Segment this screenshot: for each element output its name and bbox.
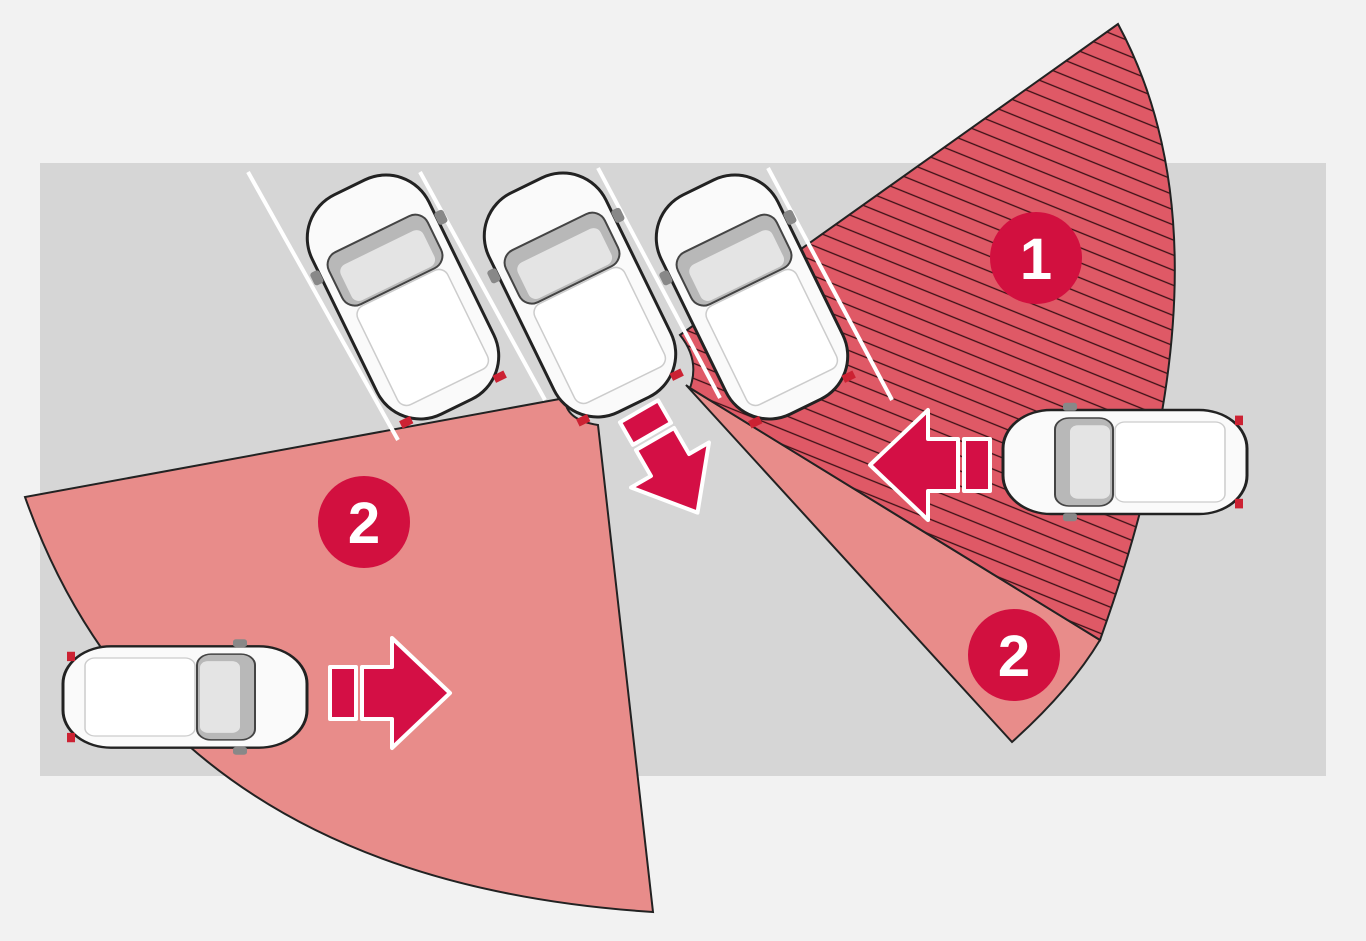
right-arrow-icon (328, 636, 452, 750)
zone-2-left-badge: 2 (318, 476, 410, 568)
zone-2-right-badge: 2 (968, 609, 1060, 701)
reverse-arrow-icon (617, 398, 711, 515)
left-arrow-icon (868, 408, 992, 522)
approaching-car-right-icon (1001, 401, 1249, 523)
zone-1-label: 1 (1020, 227, 1052, 292)
zone-2-left-label: 2 (348, 491, 380, 556)
zone-1-badge: 1 (990, 212, 1082, 304)
zone-2-right-label: 2 (998, 624, 1030, 689)
approaching-car-left-icon (61, 637, 309, 757)
